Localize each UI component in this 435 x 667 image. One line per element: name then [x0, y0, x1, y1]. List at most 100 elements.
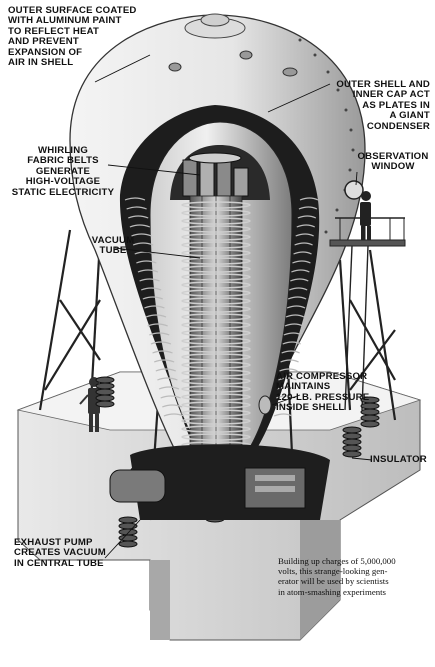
- corona-ring: [181, 209, 251, 217]
- coil-loop: [297, 215, 317, 219]
- coil-loop: [145, 314, 167, 318]
- coil-loop: [291, 269, 310, 273]
- corona-ring: [181, 265, 251, 273]
- insulator-disc: [342, 432, 362, 440]
- coil-loop: [140, 287, 162, 291]
- coil-loop: [155, 368, 177, 372]
- coil-loop: [126, 206, 147, 210]
- insulator-disc: [95, 394, 115, 402]
- corona-ring: [181, 281, 251, 289]
- coil-loop: [299, 197, 319, 201]
- coil-loop: [150, 341, 172, 345]
- coil-loop: [137, 269, 159, 273]
- corona-ring: [181, 225, 251, 233]
- coil-loop: [288, 287, 308, 291]
- coil-loop: [139, 278, 160, 282]
- coil-loop: [132, 242, 154, 246]
- insulator-disc: [342, 438, 362, 446]
- label-vacuum-tube: VACUUM TUBE: [91, 235, 135, 257]
- label-whirling-belts: WHIRLING FABRIC BELTS GENERATE HIGH-VOLT…: [11, 145, 115, 198]
- coil-loop: [136, 260, 157, 264]
- coil-loop: [152, 350, 173, 354]
- insulator-disc: [118, 528, 138, 536]
- coil-loop: [153, 359, 175, 363]
- corona-ring: [181, 425, 251, 433]
- coil-loop: [129, 224, 151, 228]
- coil-loop: [142, 296, 164, 300]
- coil-loop: [298, 206, 318, 210]
- insulator-disc: [342, 450, 362, 458]
- corona-ring: [181, 289, 251, 297]
- insulator-disc: [95, 400, 115, 408]
- corona-ring: [181, 257, 251, 265]
- corona-ring: [181, 249, 251, 257]
- label-insulator: INSULATOR: [370, 454, 427, 465]
- coil-loop: [285, 314, 305, 318]
- corona-ring: [181, 353, 251, 361]
- corona-ring: [181, 217, 251, 225]
- coil-loop: [281, 350, 300, 354]
- coil-loop: [284, 323, 304, 327]
- coil-loop: [296, 224, 316, 228]
- label-outer-surface: OUTER SURFACE COATED WITH ALUMINUM PAINT…: [8, 5, 137, 69]
- insulator-disc: [342, 426, 362, 434]
- coil-loop: [144, 305, 165, 309]
- insulator-disc: [95, 382, 115, 390]
- coil-loop: [280, 359, 299, 363]
- corona-ring: [181, 337, 251, 345]
- corona-ring: [181, 241, 251, 249]
- corona-ring: [181, 313, 251, 321]
- condenser-coils: [124, 197, 319, 417]
- coil-loop: [294, 242, 313, 246]
- coil-loop: [286, 305, 306, 309]
- insulator-disc: [118, 516, 138, 524]
- compressor-port: [258, 395, 272, 415]
- corona-ring: [181, 233, 251, 241]
- insulator-disc: [95, 376, 115, 384]
- coil-loop: [149, 332, 170, 336]
- coil-loop: [147, 323, 168, 327]
- corona-ring: [181, 377, 251, 385]
- insulator-disc: [118, 540, 138, 548]
- coil-loop: [157, 377, 178, 381]
- coil-loop: [131, 233, 152, 237]
- coil-loop: [160, 395, 181, 399]
- coil-loop: [282, 341, 301, 345]
- corona-ring: [181, 417, 251, 425]
- coil-loop: [273, 413, 293, 417]
- corona-ring: [181, 297, 251, 305]
- label-observation-window: OBSERVATION WINDOW: [357, 151, 429, 173]
- coil-loop: [295, 233, 314, 237]
- coil-loop: [134, 251, 155, 255]
- label-outer-shell: OUTER SHELL AND INNER CAP ACT AS PLATES …: [336, 79, 430, 132]
- corona-ring: [181, 361, 251, 369]
- coil-loop: [292, 260, 311, 264]
- insulator-disc: [95, 388, 115, 396]
- coil-loop: [128, 215, 149, 219]
- corona-ring: [181, 369, 251, 377]
- coil-loop: [287, 296, 307, 300]
- coil-loop: [162, 404, 183, 408]
- label-air-compressor: AIR COMPRESSOR MAINTAINS 120-LB. PRESSUR…: [276, 371, 370, 414]
- coil-loop: [274, 404, 294, 408]
- coil-loop: [279, 368, 298, 372]
- corona-ring: [181, 433, 251, 441]
- coil-loop: [290, 278, 309, 282]
- figure-caption: Building up charges of 5,000,000 volts, …: [278, 556, 396, 597]
- coil-loop: [277, 386, 296, 390]
- corona-ring: [181, 329, 251, 337]
- corona-ring: [181, 385, 251, 393]
- coil-loop: [278, 377, 297, 381]
- corona-ring: [181, 321, 251, 329]
- insulator-disc: [360, 414, 380, 422]
- machinery-pit: [109, 444, 330, 520]
- coil-loop: [293, 251, 312, 255]
- leader-lines: [94, 54, 373, 559]
- coil-loop: [163, 413, 185, 417]
- coil-loop: [124, 197, 146, 201]
- corona-ring: [181, 305, 251, 313]
- corona-ring: [181, 401, 251, 409]
- corona-ring: [181, 201, 251, 209]
